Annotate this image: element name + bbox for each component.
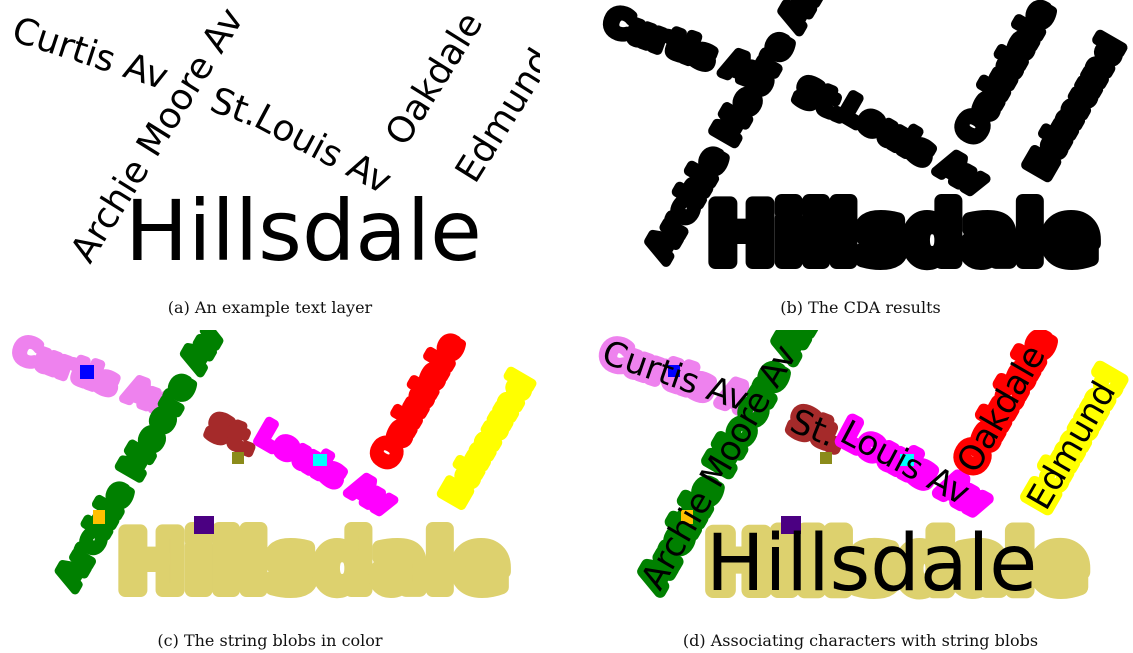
panel-c-color-blobs: Curtis Av Archie Moore Av St. Louis Av O… — [0, 330, 540, 625]
panel-b-cda-results: Curtis Av Archie Moore Av St. Louis Av O… — [588, 0, 1133, 290]
marker-archie — [93, 510, 105, 524]
panel-a-svg: Curtis Av Archie Moore Av St. Louis Av O… — [7, 1, 540, 280]
char-oakdale: Oakdale — [949, 338, 1054, 479]
char-edmund: Edmund — [1019, 374, 1124, 516]
panel-d-associated: Curtis Av Archie Moore Av St. Louis Av O… — [588, 330, 1133, 625]
panel-b-svg: Curtis Av Archie Moore Av St. Louis Av O… — [595, 0, 1133, 288]
colored-blob-oakdale: Oakdale — [364, 330, 471, 474]
marker-st — [232, 452, 244, 464]
char-hillsdale: Hillsdale — [706, 519, 1037, 609]
marker-hillsdale — [194, 516, 214, 534]
colored-blob-edmund: Edmund — [434, 366, 540, 512]
panel-d-svg: Curtis Av Archie Moore Av St. Louis Av O… — [591, 330, 1133, 617]
marker-louis-d — [900, 454, 914, 466]
blob-hillsdale: Hillsdale — [708, 188, 1098, 281]
caption-d: (d) Associating characters with string b… — [682, 631, 1039, 650]
colored-blob-hillsdale: Hillsdale — [118, 516, 508, 609]
label-curtis-av: Curtis Av — [7, 10, 173, 99]
caption-c: (c) The string blobs in color — [157, 631, 383, 650]
panel-a-text-layer: Curtis Av Archie Moore Av St. Louis Av O… — [0, 0, 540, 290]
marker-st-d — [820, 452, 832, 464]
marker-curtis — [80, 365, 94, 379]
marker-curtis-d — [668, 365, 680, 377]
caption-a: (a) An example text layer — [167, 298, 373, 317]
marker-archie-d — [681, 510, 693, 524]
caption-b: (b) The CDA results — [780, 298, 941, 317]
panel-c-svg: Curtis Av Archie Moore Av St. Louis Av O… — [5, 330, 540, 616]
halo-hillsdale: Hillsdale — [706, 519, 1086, 609]
marker-louis — [313, 454, 327, 466]
marker-hillsdale-d — [781, 516, 801, 534]
label-hillsdale: Hillsdale — [125, 182, 482, 280]
